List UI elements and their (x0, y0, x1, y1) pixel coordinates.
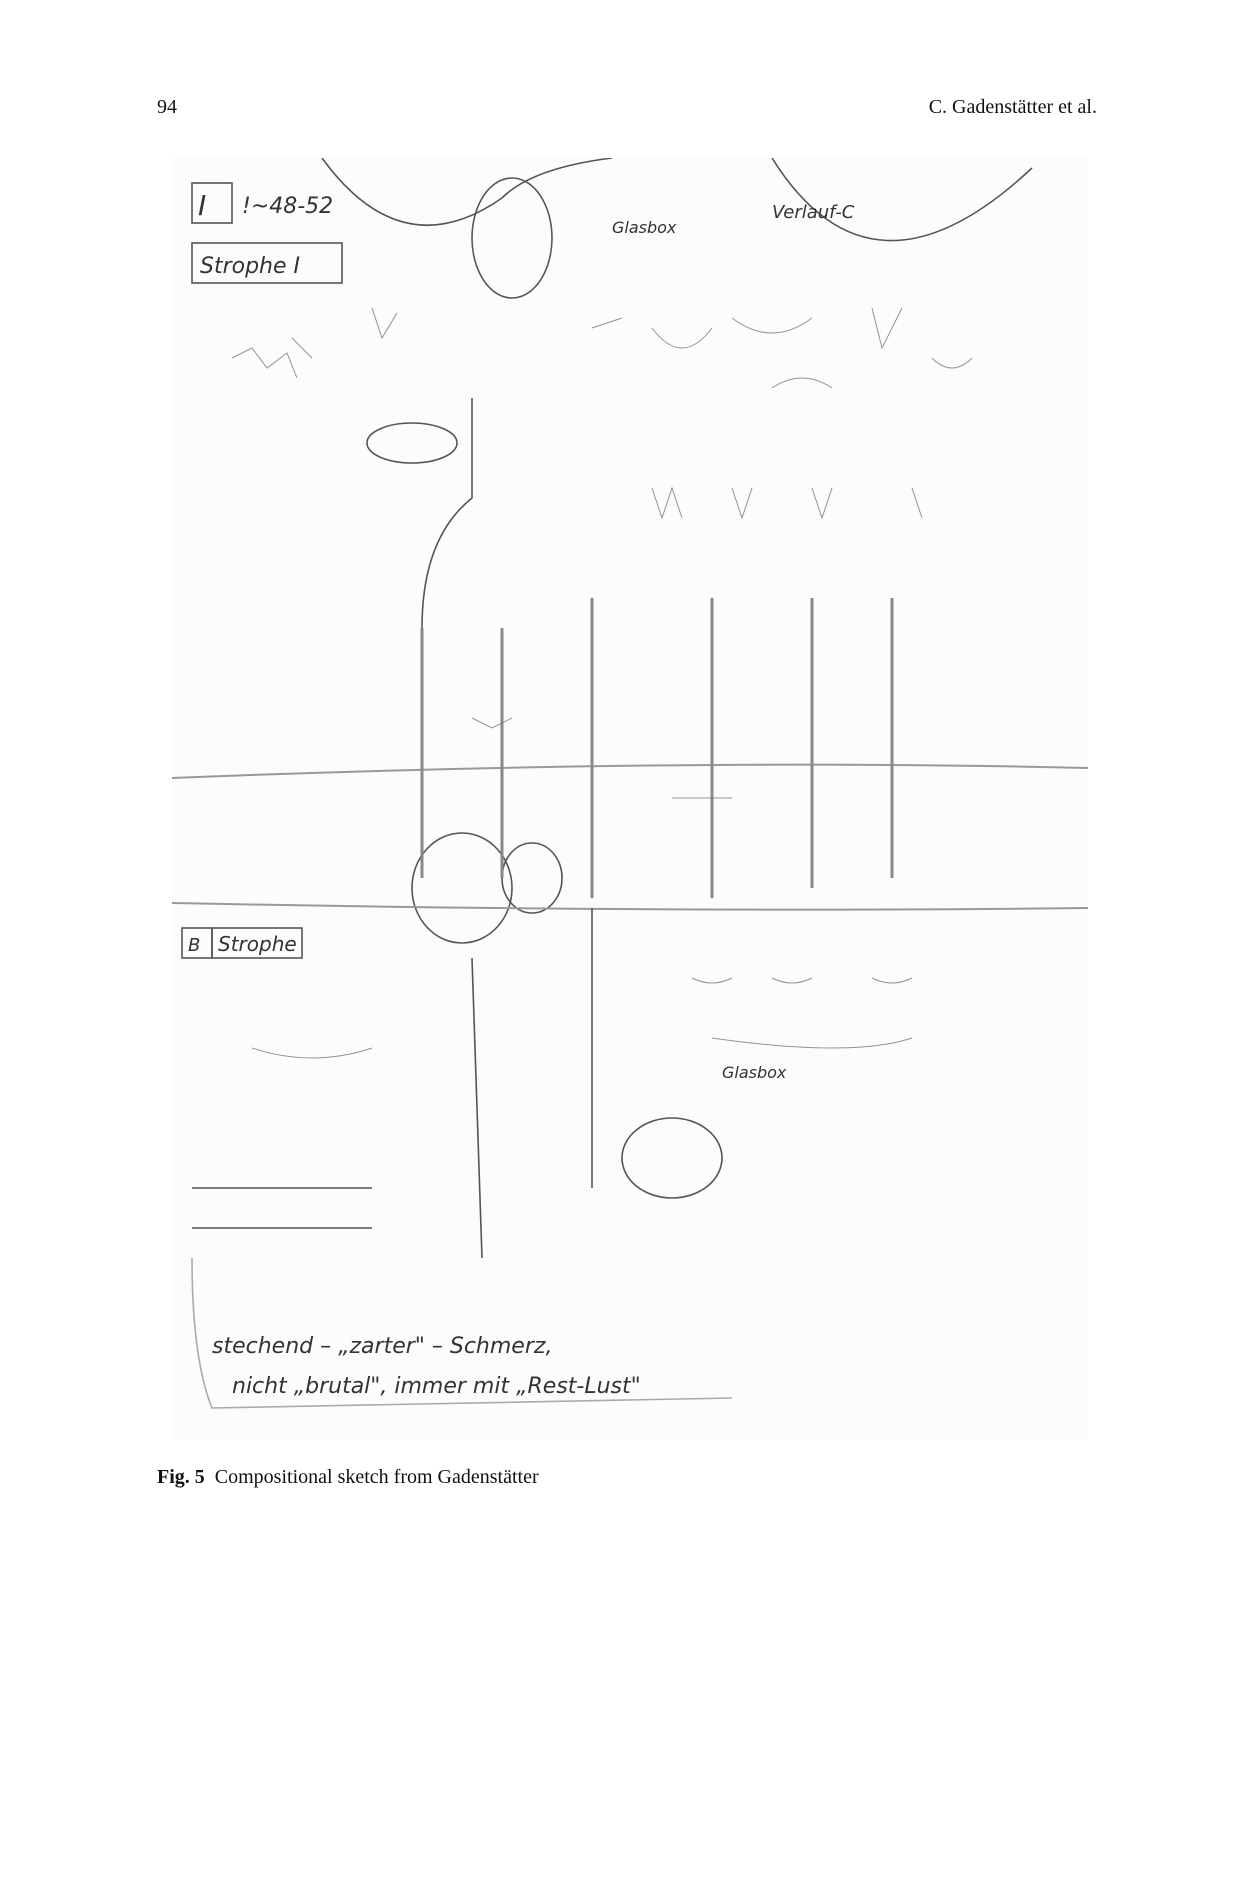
sketch-label-strophe: Strophe (218, 932, 297, 956)
sketch-label-bars: !~48-52 (242, 194, 333, 219)
figure-caption-text: Compositional sketch from Gadenstätter (214, 1466, 539, 1488)
sketch-label-b: B (188, 935, 200, 956)
sketch-label-glasbox: Glasbox (612, 218, 677, 237)
running-head: C. Gadenstätter et al. (928, 96, 1097, 118)
sketch-drawing: I !~48-52 Strophe I Glasbox Verlauf-C B … (172, 158, 1088, 1409)
sketch-label-strophe-one: Strophe I (200, 254, 300, 279)
page-number: 94 (157, 96, 177, 118)
sketch-label-verlauf: Verlauf-C (772, 202, 855, 223)
sketch-note-line1: stechend – „zarter" – Schmerz, (212, 1334, 552, 1359)
figure-label: Fig. 5 (157, 1466, 205, 1488)
compositional-sketch-image: I !~48-52 Strophe I Glasbox Verlauf-C B … (172, 158, 1088, 1440)
figure-caption: Fig. 5 Compositional sketch from Gadenstä… (157, 1466, 539, 1489)
sketch-label-glasbox-2: Glasbox (722, 1063, 787, 1082)
sketch-note-line2: nicht „brutal", immer mit „Rest-Lust" (232, 1374, 641, 1399)
sketch-label-roman-one: I (198, 189, 206, 222)
